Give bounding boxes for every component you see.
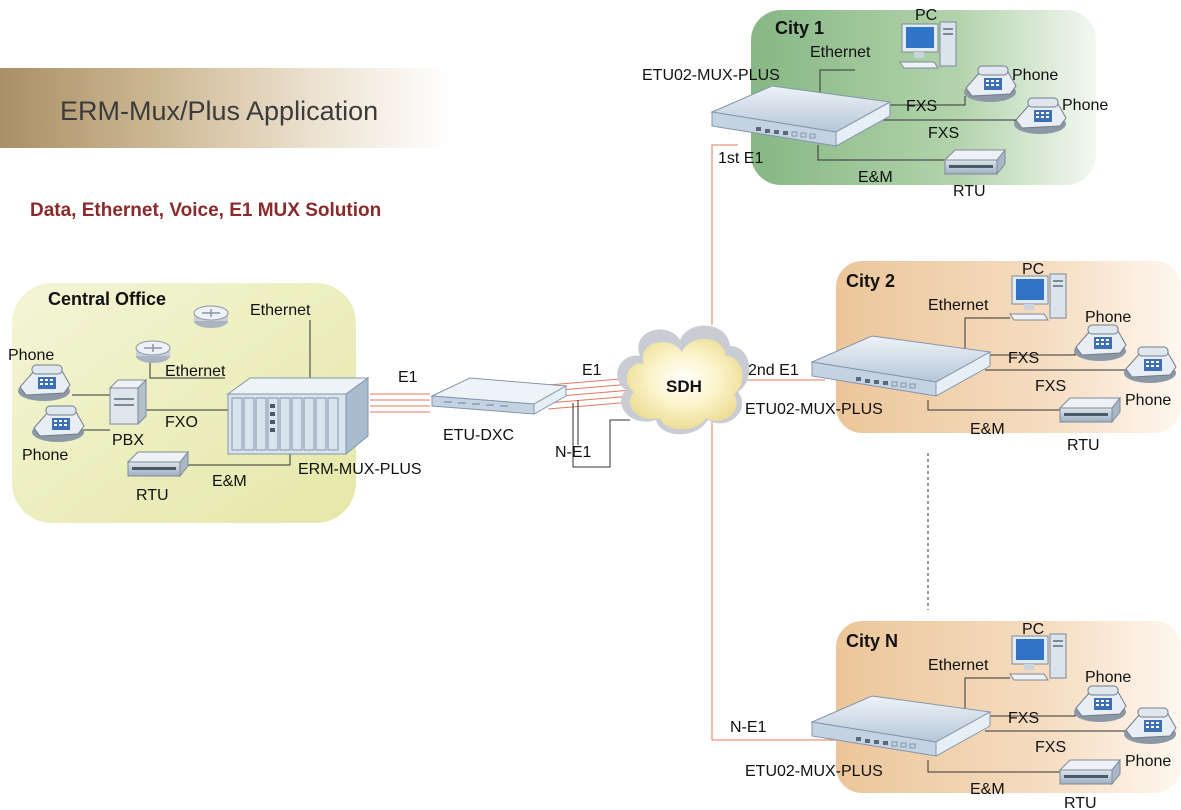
link-label: 1st E1	[718, 150, 763, 167]
fxs-label: FXS	[928, 125, 959, 142]
em-label: E&M	[858, 169, 893, 186]
rtu-label: RTU	[953, 183, 986, 200]
page-title: ERM-Mux/Plus Application	[60, 96, 379, 126]
phone-label: Phone	[1012, 67, 1058, 84]
em-label: E&M	[212, 473, 247, 490]
pc-label: PC	[1022, 261, 1044, 278]
phone-label: Phone	[22, 447, 68, 464]
e1-label: E1	[582, 362, 602, 379]
fxs-label: FXS	[1008, 350, 1039, 367]
rtu-label: RTU	[1064, 795, 1097, 810]
e1-label: E1	[398, 369, 418, 386]
phone-label: Phone	[1062, 97, 1108, 114]
device-label: ETU02-MUX-PLUS	[642, 67, 780, 84]
etu-dxc-label: ETU-DXC	[443, 427, 514, 444]
fxs-label: FXS	[1035, 739, 1066, 756]
city2-label: City 2	[846, 271, 895, 291]
e1-links	[370, 144, 850, 741]
em-label: E&M	[970, 781, 1005, 798]
pbx-icon	[108, 378, 148, 426]
erm-mux-plus-chassis-icon	[226, 377, 370, 456]
rtu-icon	[944, 149, 1006, 175]
etu-dxc-icon	[430, 377, 568, 415]
router-icon	[135, 340, 171, 364]
phone-label: Phone	[1085, 309, 1131, 326]
rtu-label: RTU	[136, 487, 169, 504]
phone-label: Phone	[8, 347, 54, 364]
ethernet-label: Ethernet	[928, 297, 989, 314]
central-office-label: Central Office	[48, 289, 166, 309]
sdh-label: SDH	[666, 377, 702, 396]
rtu-icon	[1059, 397, 1121, 423]
fxo-label: FXO	[165, 414, 198, 431]
erm-mux-plus-label: ERM-MUX-PLUS	[298, 461, 422, 478]
ethernet-label: Ethernet	[928, 657, 989, 674]
n-e1-label: N-E1	[555, 444, 592, 461]
central-office-region	[12, 283, 356, 523]
rtu-label: RTU	[1067, 437, 1100, 454]
fxs-label: FXS	[1008, 710, 1039, 727]
fxs-label: FXS	[1035, 378, 1066, 395]
phone-label: Phone	[1125, 392, 1171, 409]
router-icon	[193, 305, 229, 329]
sdh-cloud-icon	[617, 325, 750, 435]
link-label: N-E1	[730, 719, 767, 736]
page-subtitle: Data, Ethernet, Voice, E1 MUX Solution	[30, 200, 382, 221]
ethernet-label: Ethernet	[165, 363, 226, 380]
phone-label: Phone	[1125, 753, 1171, 770]
rtu-icon	[1059, 759, 1121, 785]
fxs-label: FXS	[906, 98, 937, 115]
city1-label: City 1	[775, 18, 824, 38]
pbx-label: PBX	[112, 432, 144, 449]
em-label: E&M	[970, 421, 1005, 438]
rtu-icon	[127, 451, 189, 477]
phone-label: Phone	[1085, 669, 1131, 686]
title-banner	[0, 68, 450, 148]
device-label: ETU02-MUX-PLUS	[745, 401, 883, 418]
link-label: 2nd E1	[748, 362, 799, 379]
ethernet-label: Ethernet	[810, 44, 871, 61]
pc-label: PC	[1022, 621, 1044, 638]
cityN-label: City N	[846, 631, 898, 651]
device-label: ETU02-MUX-PLUS	[745, 763, 883, 780]
ethernet-label: Ethernet	[250, 302, 311, 319]
pc-label: PC	[915, 7, 937, 24]
